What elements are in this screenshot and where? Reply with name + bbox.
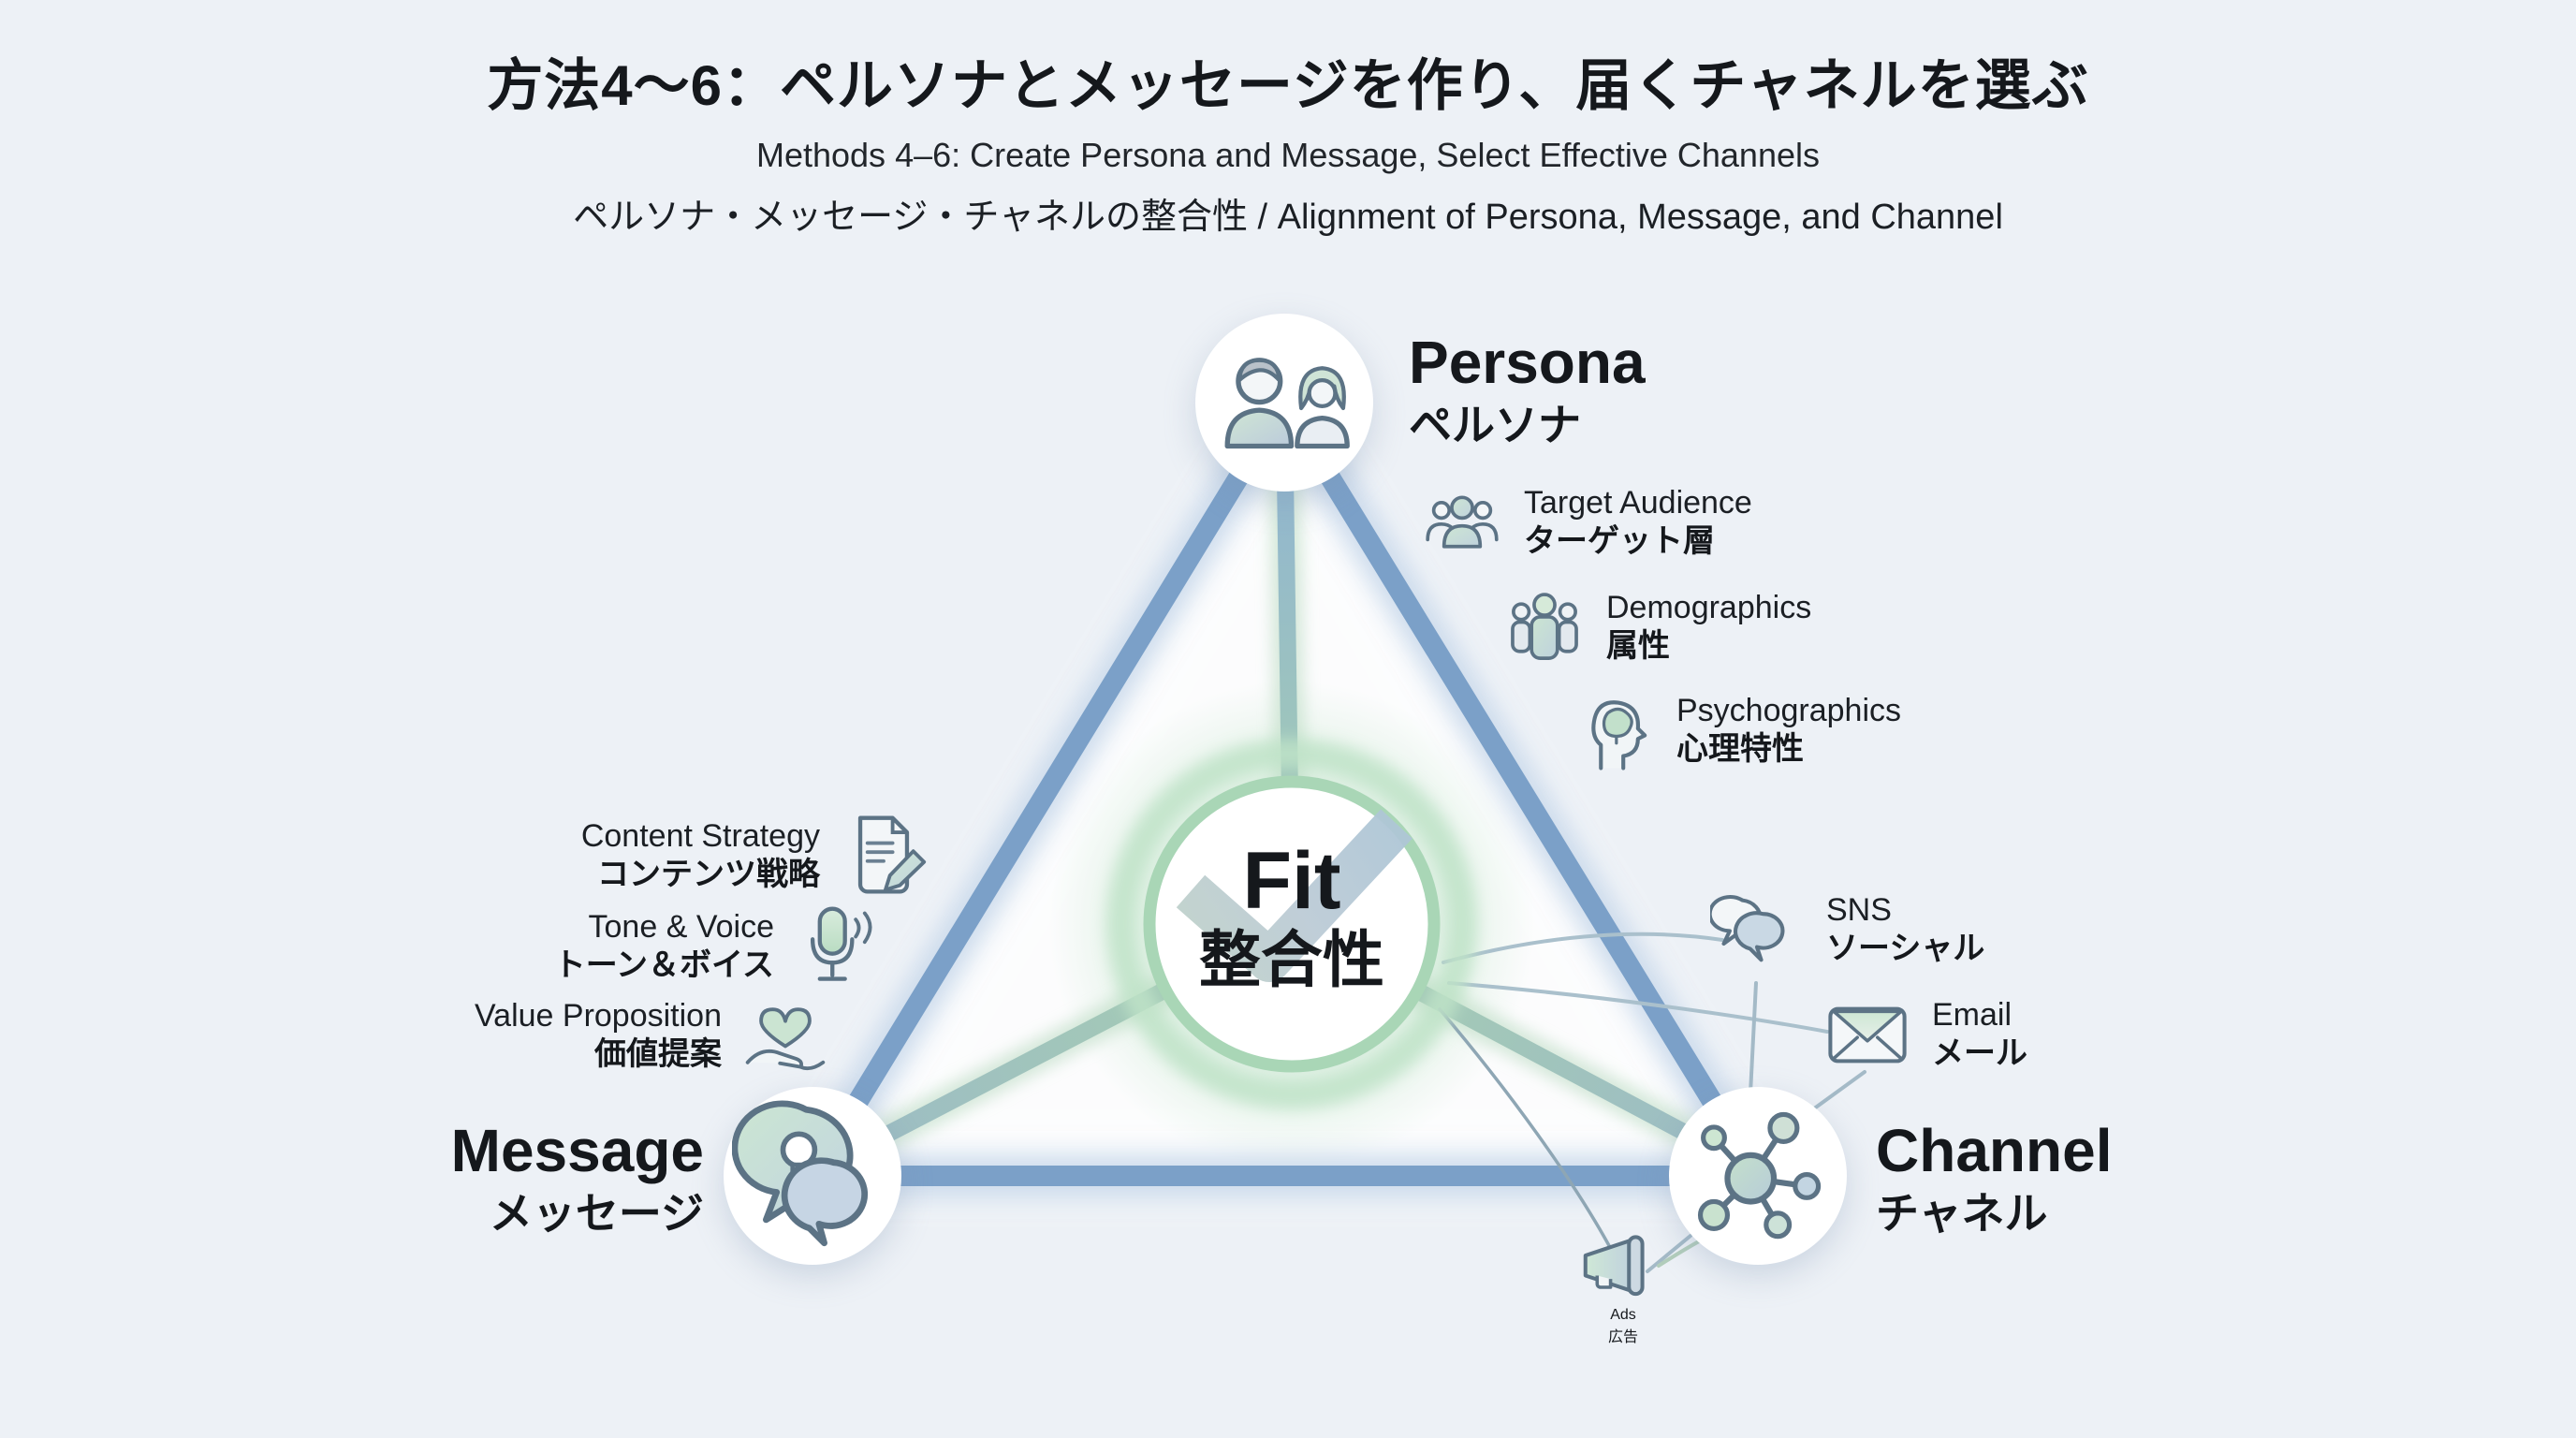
triangle-edges (802, 392, 1768, 1186)
satellite-label-en: Content Strategy (580, 818, 820, 854)
page-subtitle-alignment: ペルソナ・メッセージ・チャネルの整合性 / Alignment of Perso… (573, 198, 2003, 237)
satellite-label-jp: ソーシャル (1826, 931, 1985, 966)
message-label-jp: メッセージ (489, 1189, 704, 1238)
satellite-label-en: Demographics (1606, 590, 1812, 625)
satellite-label-en: Ads (1610, 1307, 1636, 1323)
satellite-content-strategy: Content Strategy コンテンツ戦略 (393, 811, 929, 901)
persona-label: Persona ペルソナ (1409, 331, 1646, 449)
message-label: Message メッセージ (374, 1120, 704, 1238)
satellite-label-en: Email (1932, 997, 2012, 1033)
satellite-tone-voice: Tone & Voice トーン＆ボイス (393, 902, 883, 991)
satellite-label-jp: 価値提案 (594, 1036, 722, 1072)
satellite-label-jp: メール (1932, 1035, 2027, 1071)
message-bubble-lightbulb-icon (732, 1100, 869, 1247)
satellite-target-audience: Target Audience ターゲット層 (1419, 479, 1752, 565)
channel-label-jp: チャネル (1876, 1189, 2048, 1238)
satellite-email: Email メール (1825, 996, 2027, 1073)
persona-label-jp: ペルソナ (1409, 401, 1581, 449)
satellite-label-jp: 属性 (1606, 628, 1670, 664)
group-icon (1426, 495, 1499, 549)
satellite-label-jp: ターゲット層 (1524, 523, 1715, 559)
satellite-label-jp: コンテンツ戦略 (597, 857, 820, 892)
message-label-en: Message (450, 1117, 704, 1184)
demographics-icon (1511, 593, 1578, 660)
persona-label-en: Persona (1409, 329, 1646, 396)
page-title: 方法4〜6：ペルソナとメッセージを作り、届くチャネルを選ぶ (487, 54, 2089, 117)
fit-circle (1106, 739, 1477, 1109)
satellite-label-en: Target Audience (1524, 485, 1752, 521)
heart-hand-icon (745, 1007, 826, 1071)
satellite-label-jp: 広告 (1607, 1329, 1638, 1345)
satellite-ads: Ads 広告 (1530, 1232, 1717, 1346)
microphone-icon (810, 906, 872, 981)
satellite-label-jp: 心理特性 (1676, 731, 1804, 767)
channel-label-en: Channel (1876, 1117, 2113, 1184)
channel-network-icon (1697, 1111, 1822, 1240)
envelope-icon (1828, 1006, 1907, 1063)
satellite-label-en: Value Proposition (475, 998, 722, 1034)
fit-label-jp: 整合性 (1199, 925, 1384, 994)
speech-bubbles-icon (1710, 894, 1785, 962)
satellite-label-en: SNS (1826, 892, 1892, 928)
megaphone-icon (1583, 1235, 1645, 1297)
fit-label: Fit 整合性 (1151, 839, 1432, 994)
channel-label: Channel チャネル (1876, 1120, 2112, 1238)
persona-people-icon (1224, 358, 1350, 449)
satellite-label-en: Psychographics (1676, 693, 1902, 728)
fit-label-en: Fit (1242, 836, 1341, 926)
satellite-sns: SNS ソーシャル (1710, 891, 1984, 968)
satellite-demographics: Demographics 属性 (1501, 584, 1811, 670)
satellite-label-jp: トーン＆ボイス (553, 947, 774, 983)
satellite-psychographics: Psychographics 心理特性 (1572, 687, 1901, 773)
checkmark-icon (1176, 809, 1412, 982)
brain-head-icon (1591, 700, 1647, 770)
satellite-label-en: Tone & Voice (588, 909, 774, 945)
document-pencil-icon (857, 815, 927, 894)
page-subtitle-en: Methods 4–6: Create Persona and Message,… (755, 136, 1820, 174)
satellite-value-proposition: Value Proposition 価値提案 (393, 990, 830, 1080)
